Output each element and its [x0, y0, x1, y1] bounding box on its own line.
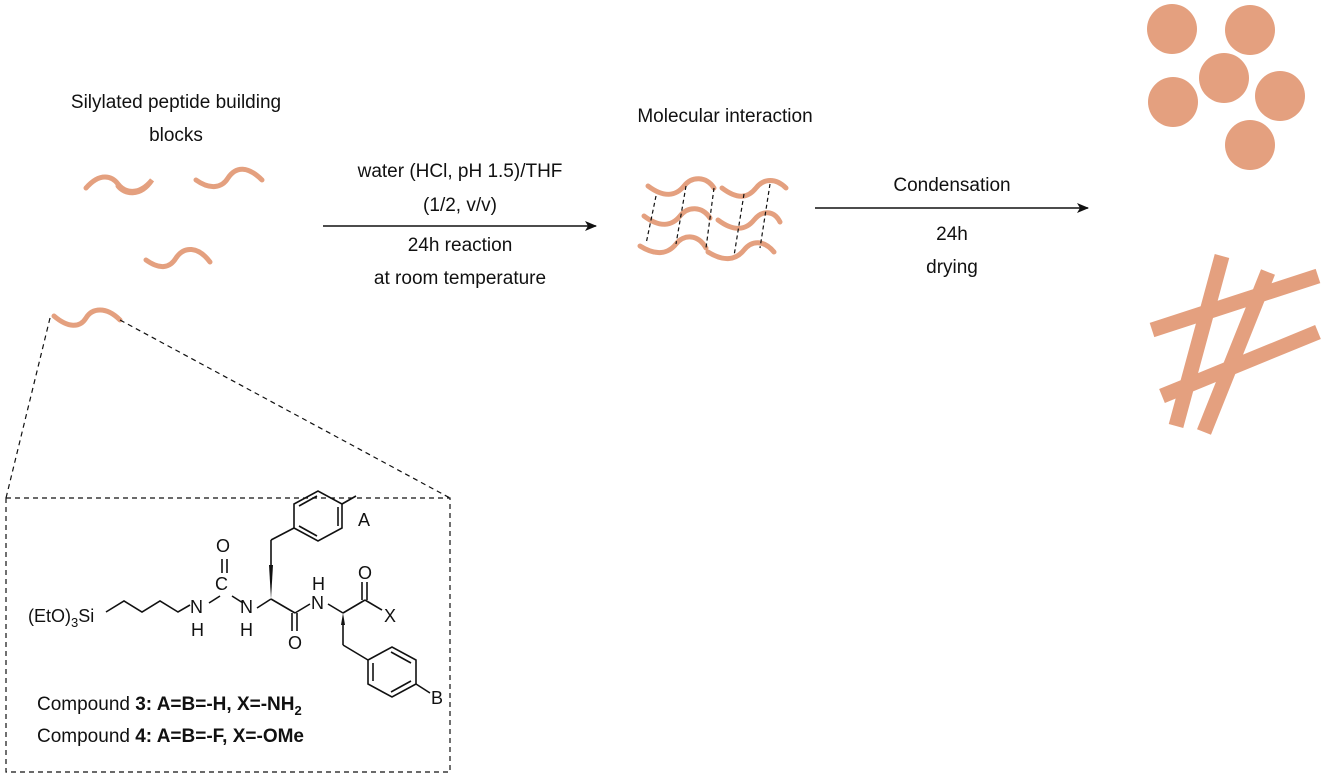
arrow1-conditions-below: 24h reaction at room temperature [330, 235, 590, 290]
zoom-line-left [5, 317, 51, 499]
arrow1-conditions-above: water (HCl, pH 1.5)/THF (1/2, v/v) [330, 161, 590, 217]
arrow1-ratio: (1/2, v/v) [423, 195, 497, 216]
atom-x: X [384, 606, 396, 626]
arrow2-time: 24h [936, 224, 968, 245]
atom-b: B [431, 688, 443, 708]
sphere-morphology [1147, 4, 1305, 170]
arrow2-drying: drying [926, 257, 978, 278]
arrow2-condensation: Condensation [893, 175, 1011, 196]
chemical-structure [105, 490, 431, 698]
atom-n1: N [190, 597, 203, 617]
stereo-wedge [341, 613, 345, 625]
stereo-wedge [269, 565, 273, 599]
compound-3-caption: Compound 3: A=B=-H, X=-NH2 [37, 694, 302, 718]
atom-n3: N [311, 593, 324, 613]
fiber-morphology [1149, 254, 1321, 435]
compound-4-caption: Compound 4: A=B=-F, X=-OMe [37, 726, 305, 747]
peptide-squiggle [143, 247, 213, 269]
atom-h3: H [312, 574, 325, 594]
atom-h2: H [240, 620, 253, 640]
atom-o3: O [358, 563, 372, 583]
step1-title-line1: Silylated peptide building [70, 92, 282, 113]
arrow1-time: 24h reaction [407, 235, 513, 256]
atom-c: C [215, 574, 228, 594]
atom-h1: H [191, 620, 204, 640]
atom-n2: N [240, 597, 253, 617]
atom-o2: O [288, 633, 302, 653]
peptide-squiggle [193, 166, 265, 189]
step1-title-line2: blocks [149, 125, 203, 146]
peptide-assembly [637, 176, 789, 261]
peptide-squiggle [51, 307, 123, 328]
etosi-label: (EtO)3Si [28, 606, 94, 630]
arrow1-temperature: at room temperature [373, 268, 547, 289]
atom-o1: O [216, 536, 230, 556]
arrow2-conditions-below: 24h drying [850, 224, 1054, 279]
atom-a: A [358, 510, 370, 530]
peptide-squiggle [83, 174, 155, 196]
arrow1-solvent: water (HCl, pH 1.5)/THF [357, 161, 563, 182]
zoom-line-right [119, 319, 451, 499]
structure-box [5, 497, 451, 773]
step2-title: Molecular interaction [637, 106, 813, 127]
step1-title: Silylated peptide building blocks [60, 92, 292, 147]
